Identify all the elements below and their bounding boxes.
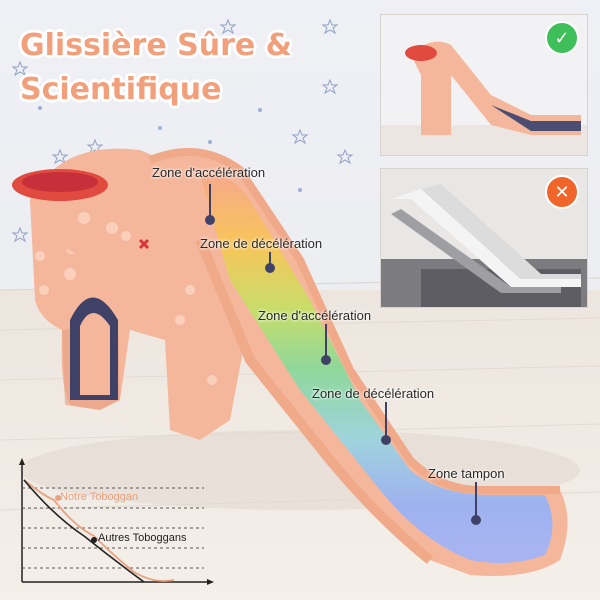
cross-icon: ✕	[545, 175, 579, 209]
page-title: Glissière Sûre & Scientifique	[20, 24, 292, 112]
other-slide-legend: Autres Toboggans	[98, 532, 187, 544]
title-line-2: Scientifique	[20, 72, 222, 107]
zone-label-deceleration-2: Zone de décélération	[312, 386, 435, 401]
our-slide-legend: Notre Toboggan	[60, 491, 139, 503]
zone-label-acceleration-1: Zone d'accélération	[152, 165, 266, 180]
bad-slide-illustration	[381, 169, 587, 307]
check-icon: ✓	[545, 21, 579, 55]
comparison-graph-svg	[19, 458, 214, 585]
good-slide-inset: ✓	[380, 14, 588, 156]
title-line-1: Glissière Sûre &	[20, 28, 292, 63]
slide-chute	[148, 148, 568, 576]
zone-label-acceleration-2: Zone d'accélération	[258, 308, 372, 323]
bad-slide-inset: ✕	[380, 168, 588, 308]
zone-label-deceleration-1: Zone de décélération	[200, 236, 323, 251]
comparison-graph: Notre Toboggan Autres Toboggans	[14, 456, 214, 590]
zone-label-buffer: Zone tampon	[428, 466, 505, 481]
basketball-hoop	[12, 169, 108, 255]
star-decorations	[11, 18, 354, 243]
